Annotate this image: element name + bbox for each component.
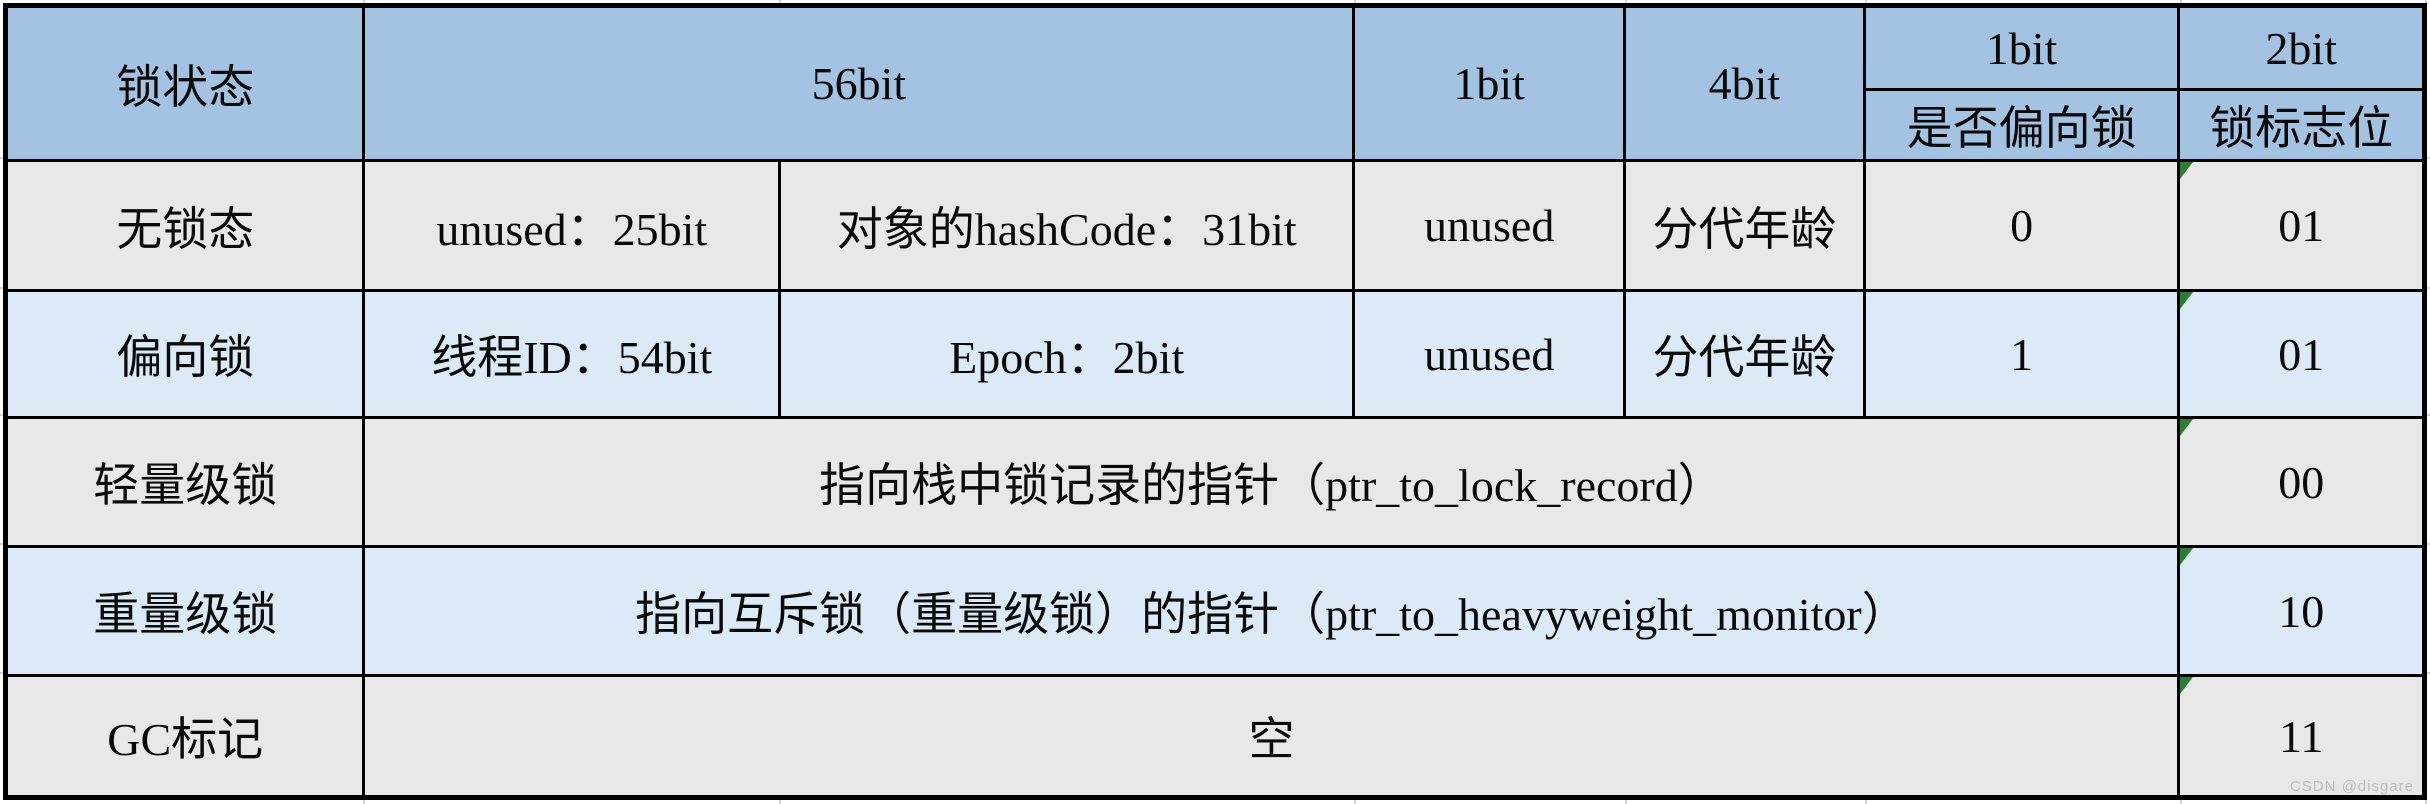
- lock-flag-value: 10: [2278, 585, 2325, 637]
- cell-state: 轻量级锁: [3, 416, 366, 548]
- error-indicator-triangle-icon: [2181, 549, 2194, 565]
- error-indicator-triangle-icon: [2181, 420, 2194, 436]
- cell-lock-flag: 01: [2177, 289, 2426, 419]
- cell-gc-age: 分代年龄: [1623, 159, 1866, 292]
- header-56bit: 56bit: [362, 4, 1356, 162]
- row-heavyweight-lock: 重量级锁 指向互斥锁（重量级锁）的指针（ptr_to_heavyweight_m…: [3, 545, 2426, 677]
- cell-gc-age: 分代年龄: [1623, 289, 1866, 419]
- row-biased-lock: 偏向锁 线程ID：54bit Epoch：2bit unused 分代年龄 1 …: [3, 289, 2426, 419]
- lock-flag-value: 00: [2278, 456, 2325, 508]
- cell-unused: unused: [1352, 289, 1626, 419]
- cell-empty: 空: [362, 674, 2181, 799]
- cell-lock-flag: 01: [2177, 159, 2426, 292]
- header-1bit: 1bit: [1352, 4, 1626, 162]
- cell-bias-bit: 0: [1862, 159, 2181, 292]
- row-gc-mark: GC标记 空 11: [3, 674, 2426, 799]
- cell-bias-bit: 1: [1862, 289, 2181, 419]
- error-indicator-triangle-icon: [2181, 678, 2194, 694]
- cell-unused: unused: [1352, 159, 1626, 292]
- cell-thread-id-54bit: 线程ID：54bit: [362, 289, 782, 419]
- cell-hashcode-31bit: 对象的hashCode：31bit: [778, 159, 1356, 292]
- header-flag-label: 锁标志位: [2177, 88, 2426, 162]
- header-bias-1bit: 1bit: [1862, 4, 2181, 91]
- cell-ptr-to-lock-record: 指向栈中锁记录的指针（ptr_to_lock_record）: [362, 416, 2181, 548]
- error-indicator-triangle-icon: [2181, 163, 2194, 179]
- header-4bit: 4bit: [1623, 4, 1866, 162]
- cell-epoch-2bit: Epoch：2bit: [778, 289, 1356, 419]
- header-lock-state: 锁状态: [3, 4, 366, 162]
- mark-word-lock-state-table: 锁状态 56bit 1bit 4bit 1bit 2bit 是否偏向锁 锁标志位…: [3, 3, 2427, 800]
- header-bias-label: 是否偏向锁: [1862, 88, 2181, 162]
- cell-state: 无锁态: [3, 159, 366, 292]
- cell-unused-25bit: unused：25bit: [362, 159, 782, 292]
- cell-state: 重量级锁: [3, 545, 366, 677]
- cell-lock-flag: 10: [2177, 545, 2426, 677]
- row-lightweight-lock: 轻量级锁 指向栈中锁记录的指针（ptr_to_lock_record） 00: [3, 416, 2426, 548]
- cell-state: 偏向锁: [3, 289, 366, 419]
- cell-state: GC标记: [3, 674, 366, 799]
- cell-ptr-to-heavyweight-monitor: 指向互斥锁（重量级锁）的指针（ptr_to_heavyweight_monito…: [362, 545, 2181, 677]
- lock-flag-value: 01: [2278, 328, 2325, 380]
- csdn-watermark: CSDN @disgare: [2289, 778, 2414, 795]
- header-flag-2bit: 2bit: [2177, 4, 2426, 91]
- error-indicator-triangle-icon: [2181, 293, 2194, 309]
- cell-lock-flag: 00: [2177, 416, 2426, 548]
- lock-flag-value: 11: [2279, 710, 2324, 762]
- row-no-lock: 无锁态 unused：25bit 对象的hashCode：31bit unuse…: [3, 159, 2426, 292]
- cell-lock-flag: 11: [2177, 674, 2426, 799]
- lock-flag-value: 01: [2278, 200, 2325, 251]
